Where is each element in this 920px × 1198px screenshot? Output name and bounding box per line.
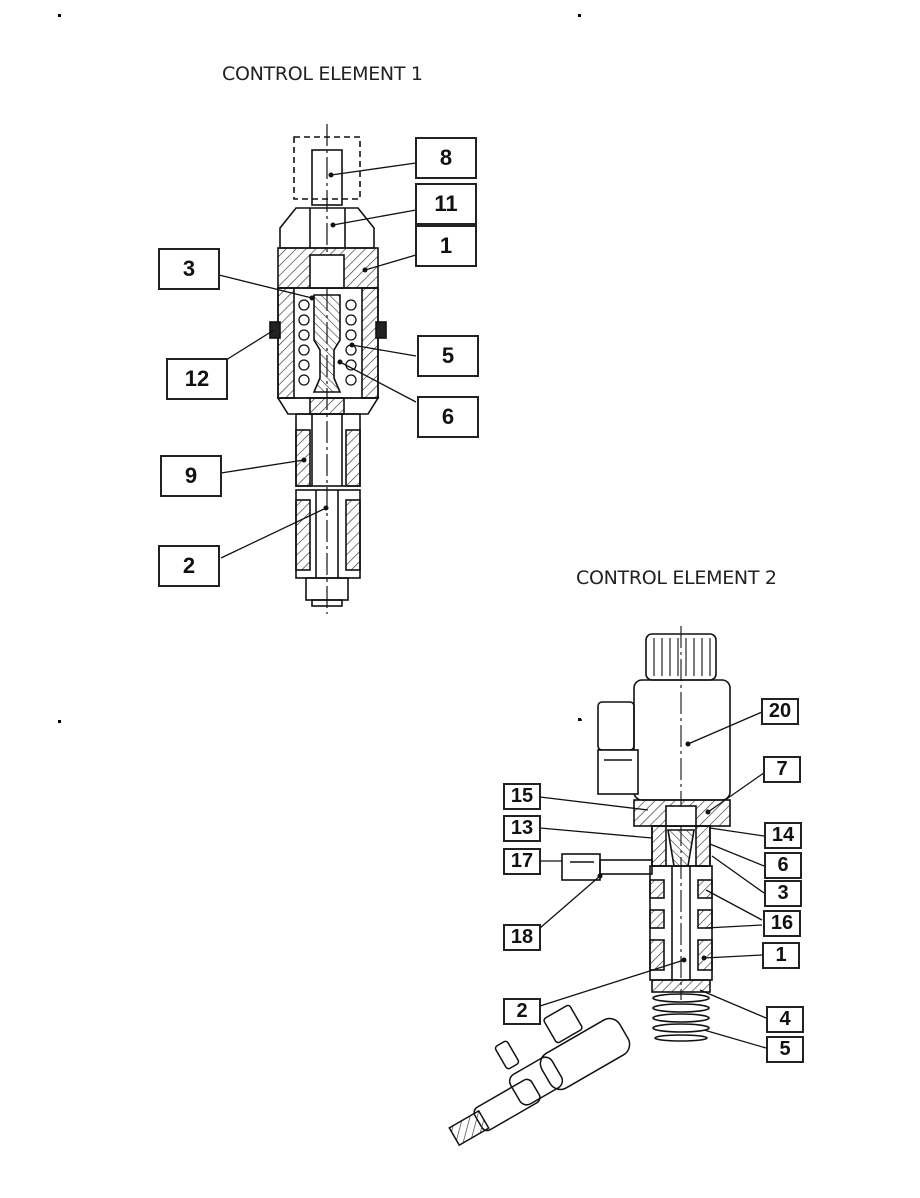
callout-18: 18 (503, 924, 541, 951)
callout-17: 17 (503, 848, 541, 875)
callout-11: 11 (415, 183, 477, 225)
control-element-2-title: CONTROL ELEMENT 2 (576, 567, 777, 589)
control-element-1-drawing (218, 124, 417, 614)
callout-6: 6 (417, 396, 479, 438)
callout-3: 3 (764, 880, 802, 907)
callout-16: 16 (763, 910, 801, 937)
callout-8: 8 (415, 137, 477, 179)
callout-1: 1 (762, 942, 800, 969)
callout-2: 2 (158, 545, 220, 587)
callout-2: 2 (503, 998, 541, 1025)
crop-mark (58, 720, 61, 723)
callout-15: 15 (503, 783, 541, 810)
callout-9: 9 (160, 455, 222, 497)
callout-5: 5 (766, 1036, 804, 1063)
callout-7: 7 (763, 756, 801, 783)
control-element-2-drawing (448, 626, 769, 1147)
callout-6: 6 (764, 852, 802, 879)
callout-4: 4 (766, 1006, 804, 1033)
callout-14: 14 (764, 822, 802, 849)
callout-5: 5 (417, 335, 479, 377)
callout-1: 1 (415, 225, 477, 267)
control-element-1-title: CONTROL ELEMENT 1 (222, 63, 423, 85)
crop-mark (578, 14, 581, 17)
callout-3: 3 (158, 248, 220, 290)
callout-12: 12 (166, 358, 228, 400)
callout-13: 13 (503, 815, 541, 842)
crop-mark (58, 14, 61, 17)
callout-20: 20 (761, 698, 799, 725)
